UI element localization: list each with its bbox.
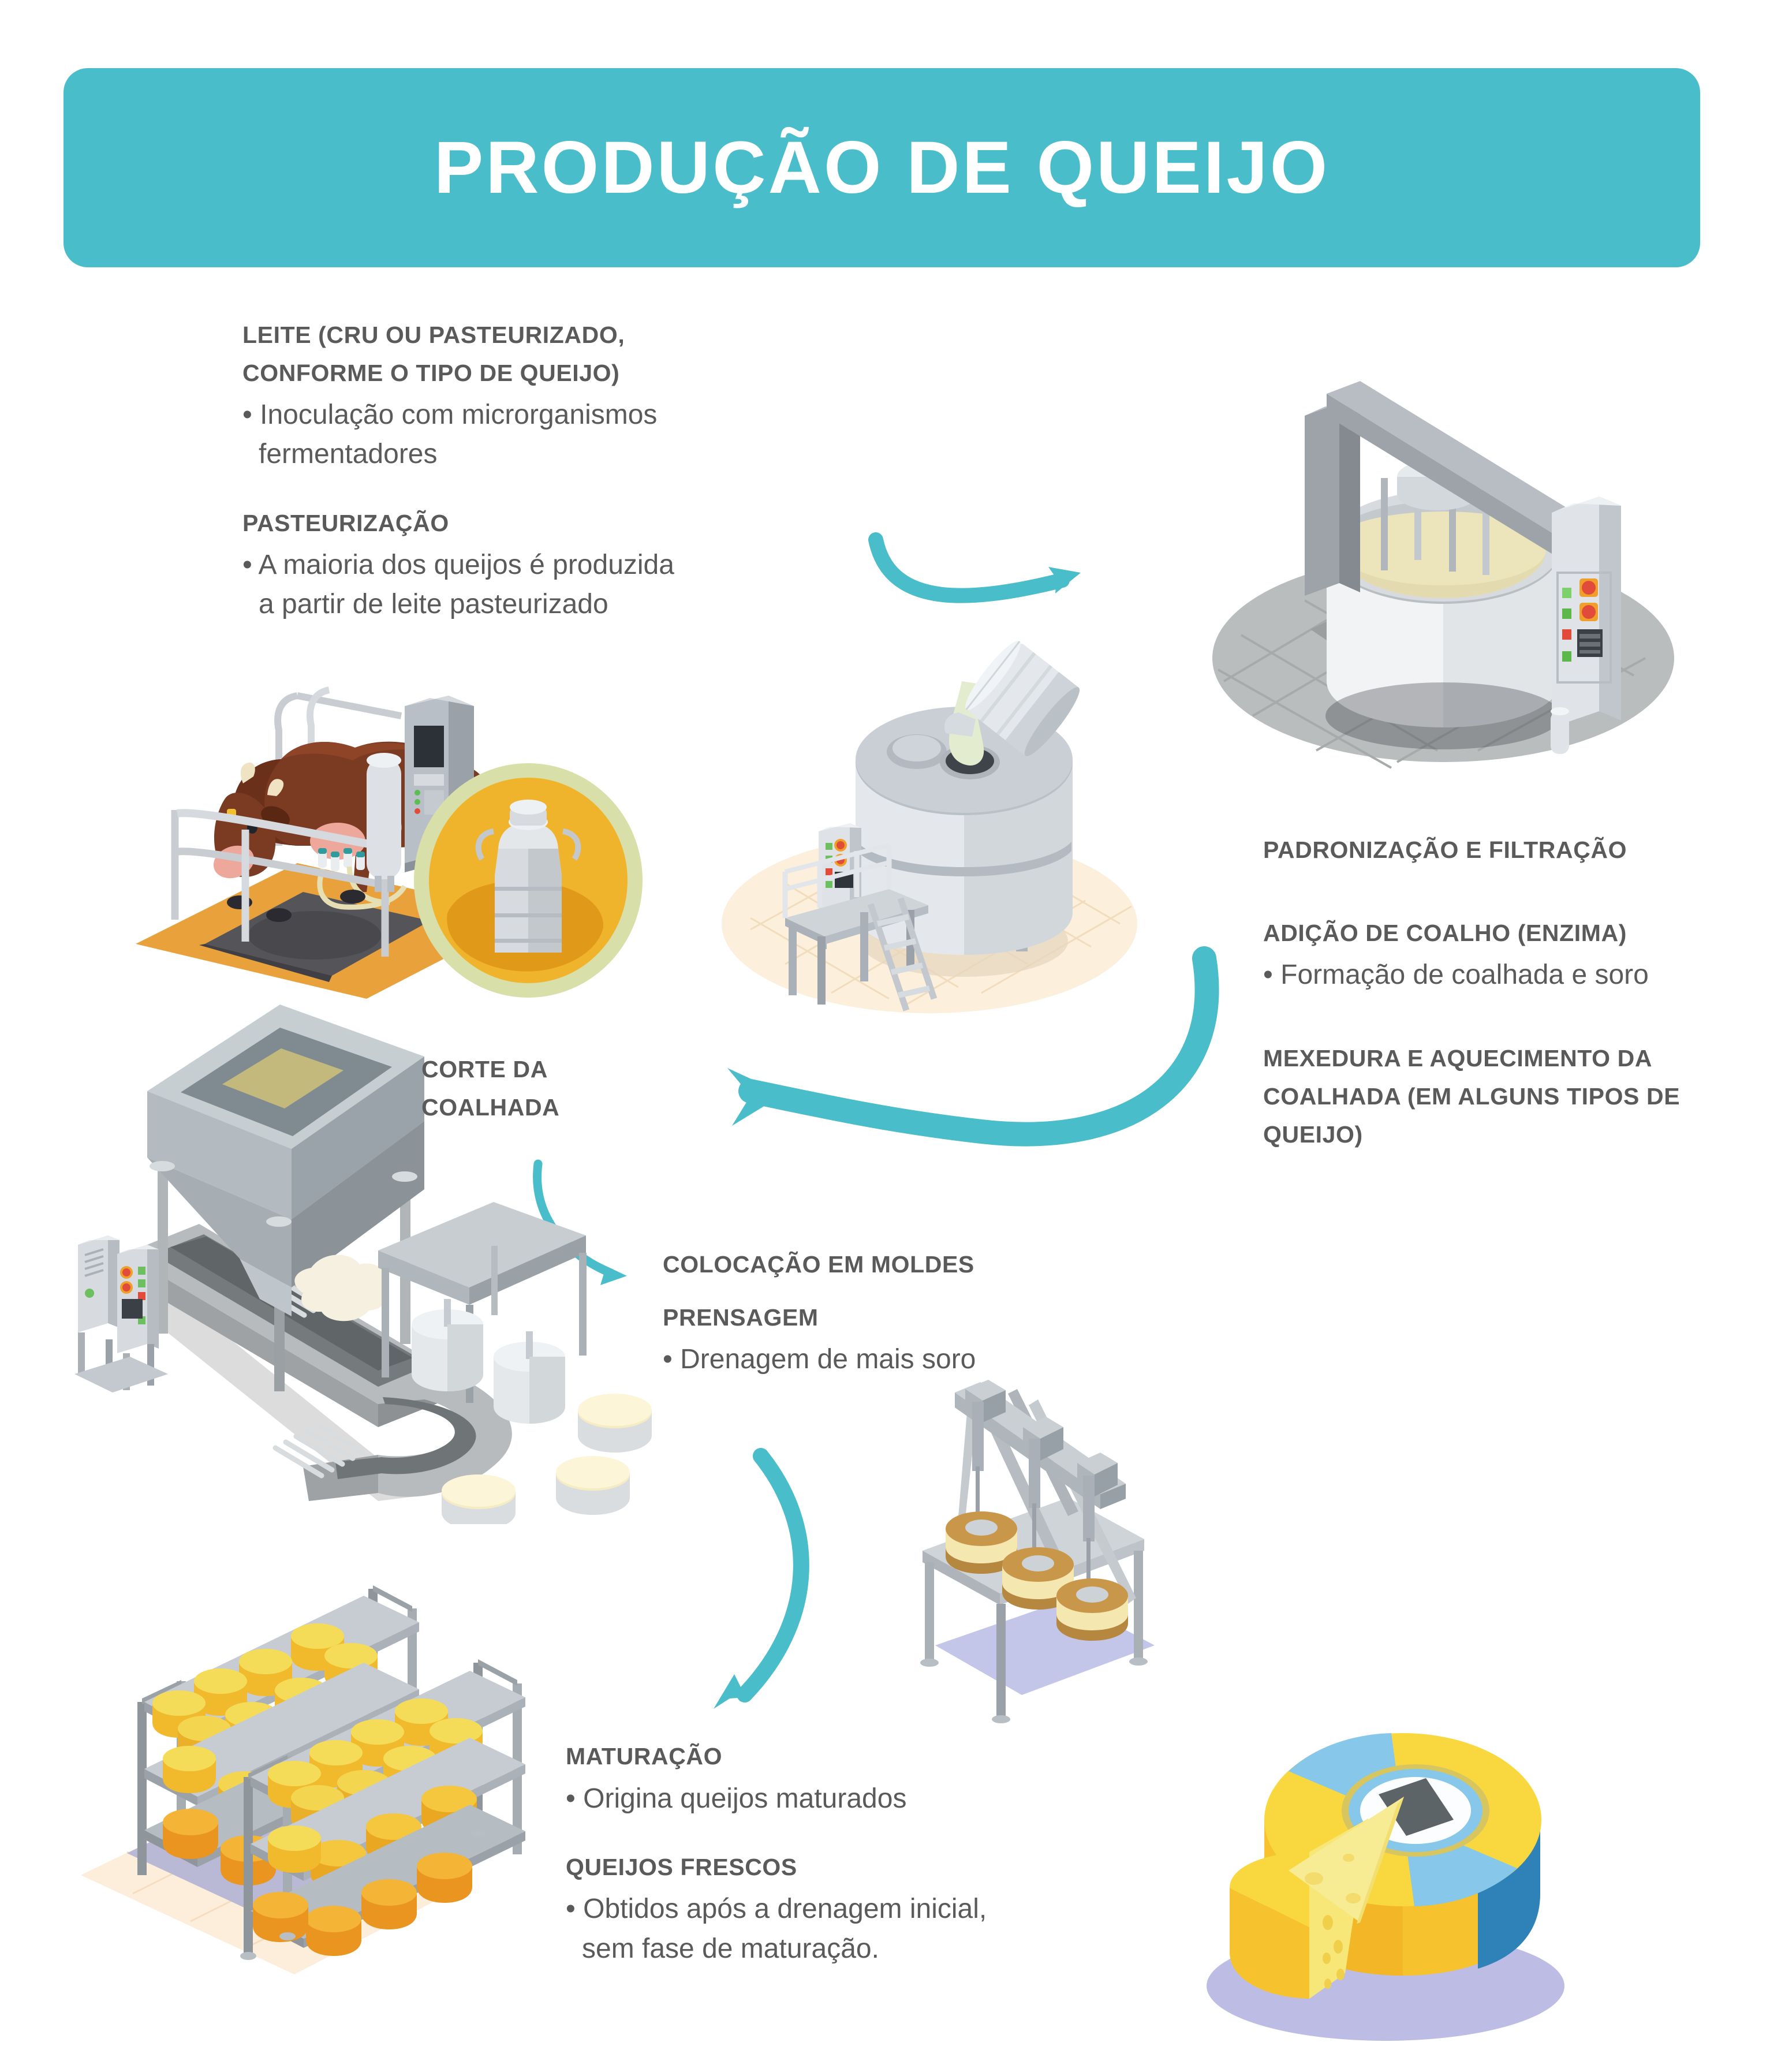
bullet-leite: • Inoculação com microrganismos fermenta…: [242, 400, 658, 470]
heading-padronizacao: PADRONIZAÇÃO E FILTRAÇÃO: [1263, 837, 1627, 863]
heading-frescos: QUEIJOS FRESCOS: [566, 1853, 797, 1880]
rack-front: [240, 1659, 525, 1960]
title-banner: PRODUÇÃO DE QUEIJO: [64, 68, 1700, 267]
heading-maturacao: MATURAÇÃO: [566, 1743, 723, 1769]
text-block-maturacao: MATURAÇÃO • Origina queijos maturados QU…: [566, 1738, 1062, 1969]
text-block-leite: LEITE (CRU OU PASTEURIZADO, CONFORME O T…: [242, 316, 750, 624]
bullet-frescos: • Obtidos após a drenagem inicial, sem f…: [566, 1894, 987, 1964]
page-title: PRODUÇÃO DE QUEIJO: [434, 126, 1330, 209]
pasteurization-tank-illustration: [722, 640, 1137, 1013]
cheese-aging-racks-illustration: [81, 1585, 525, 1974]
heading-pasteurizacao: PASTEURIZAÇÃO: [242, 509, 449, 536]
text-block-padronizacao: PADRONIZAÇÃO E FILTRAÇÃO ADIÇÃO DE COALH…: [1263, 831, 1725, 1153]
cheese-wheel-illustration: [1207, 1733, 1564, 2041]
bullet-maturacao: • Origina queijos maturados: [566, 1783, 907, 1814]
spacer: [1263, 869, 1725, 914]
arrow-leite-to-vat: [868, 532, 1081, 603]
cow-milking-illustration: [136, 686, 528, 999]
bullet-coalho: • Formação de coalhada e soro: [1263, 960, 1649, 991]
spacer: [1263, 995, 1725, 1040]
heading-mexedura: MEXEDURA E AQUECIMENTO DA COALHADA (EM A…: [1263, 1045, 1681, 1148]
heading-prensagem: PRENSAGEM: [663, 1304, 819, 1331]
curd-conveyor-illustration: [74, 1005, 652, 1524]
heading-moldes: COLOCAÇÃO EM MOLDES: [663, 1251, 974, 1278]
text-block-moldes: COLOCAÇÃO EM MOLDES PRENSAGEM • Drenagem…: [663, 1246, 1078, 1379]
cheese-vat-illustration: [1212, 381, 1674, 769]
bullet-pasteurizacao: • A maioria dos queijos é produzida a pa…: [242, 550, 674, 620]
spacer: [663, 1284, 1078, 1299]
heading-coalho: ADIÇÃO DE COALHO (ENZIMA): [1263, 919, 1627, 946]
heading-leite: LEITE (CRU OU PASTEURIZADO, CONFORME O T…: [242, 322, 625, 386]
cheese-press-illustration: [920, 1380, 1155, 1723]
text-block-corte: CORTE DA COALHADA: [421, 1051, 664, 1126]
milk-can-illustration: [414, 763, 643, 998]
bullet-prensagem: • Drenagem de mais soro: [663, 1344, 976, 1375]
spacer: [566, 1819, 1062, 1849]
spacer: [242, 475, 750, 505]
heading-corte: CORTE DA COALHADA: [421, 1056, 560, 1121]
